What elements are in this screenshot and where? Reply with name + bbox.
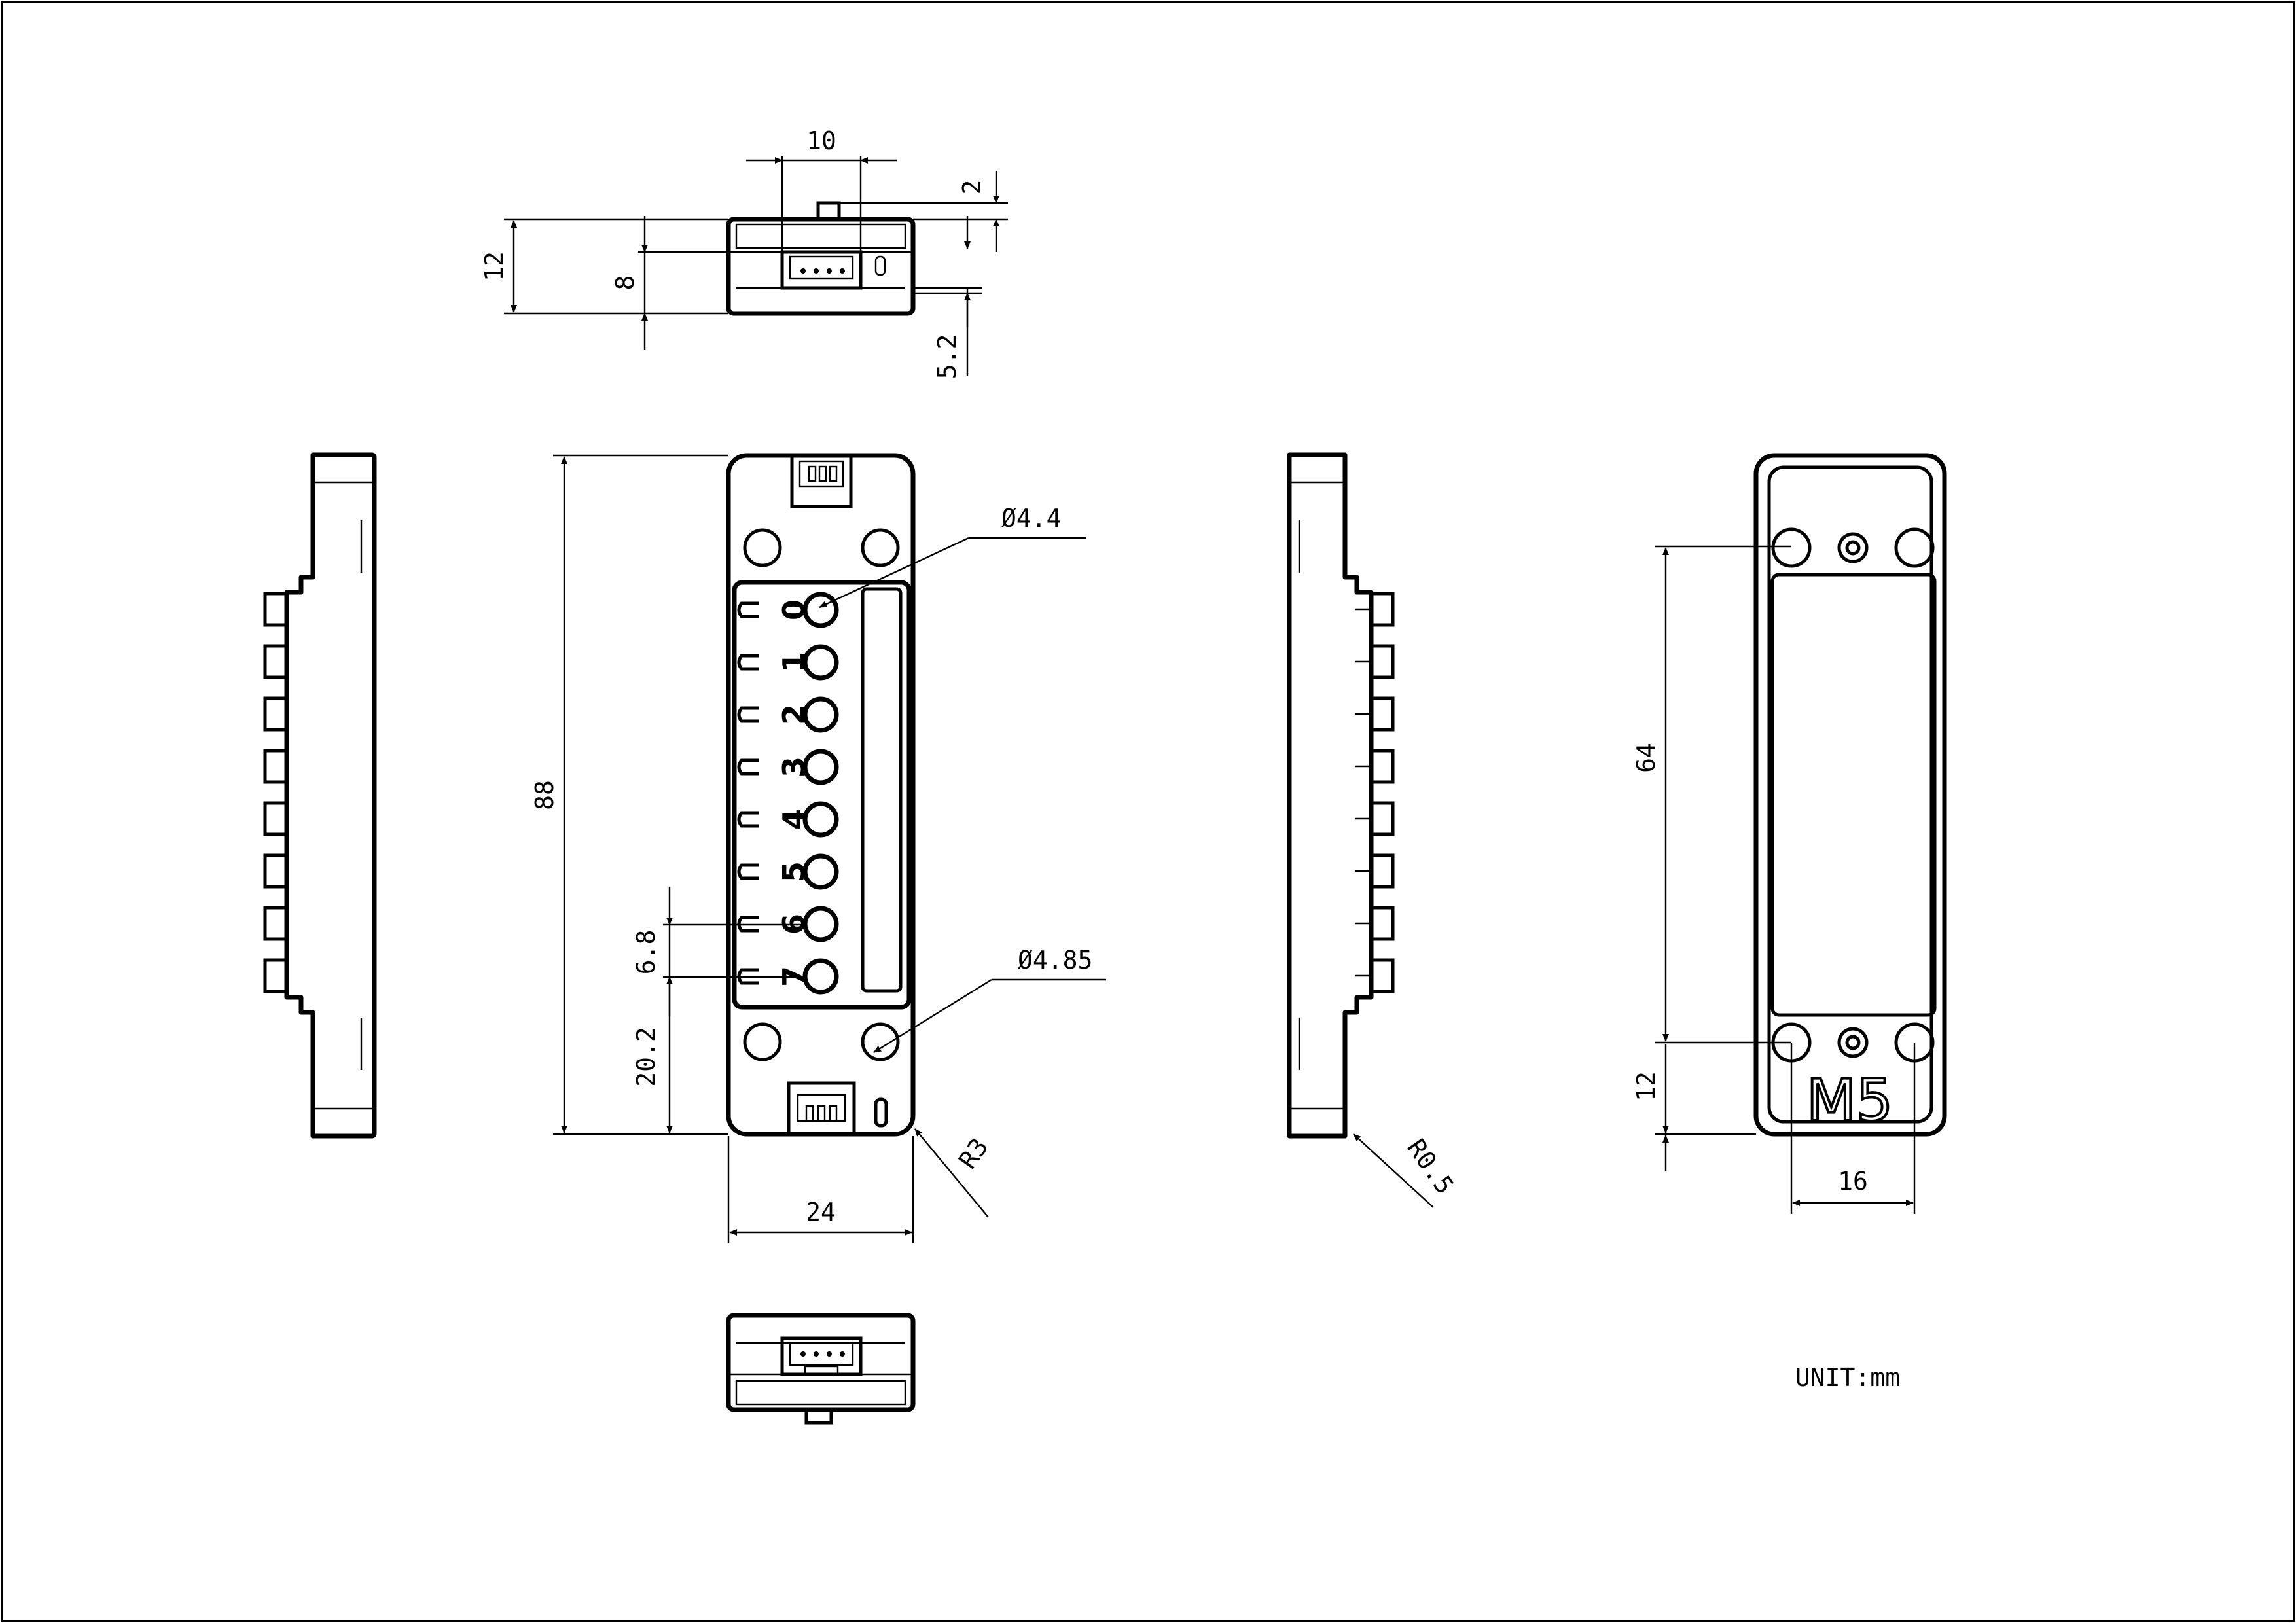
dim-label-d44: Ø4.4 (1001, 504, 1062, 533)
bottom-port (787, 1081, 856, 1136)
m5-logo: M5 (1806, 1067, 1893, 1134)
pin-row: 3 (737, 749, 839, 785)
pin-row: 5 (737, 853, 839, 890)
pin-row: 4 (737, 801, 839, 838)
pin-row: 2 (737, 696, 839, 733)
dim-label-88: 88 (530, 780, 559, 810)
mount-hole-tr (861, 528, 900, 567)
dim-pin-pitch: 6.8 (632, 887, 805, 1016)
bottom-view (726, 1313, 916, 1425)
dim-side-corner-radius: R0.5 (1353, 1133, 1460, 1208)
pin-hole (802, 801, 839, 838)
top-connector (780, 250, 863, 290)
dim-bottom-offset: 20.2 (632, 978, 673, 1133)
dim-label-8: 8 (611, 276, 639, 291)
dim-base-height: 8 (611, 216, 782, 350)
pin-slot (737, 863, 759, 880)
pin-slot (737, 601, 759, 618)
dim-label-6-8: 6.8 (632, 930, 660, 975)
dim-label-2: 2 (958, 180, 986, 195)
mount-hole-br (861, 1022, 900, 1061)
pin-hole (802, 749, 839, 785)
back-hole-tl (1771, 527, 1812, 568)
pin-hole (802, 644, 839, 681)
side-tab (1369, 853, 1395, 889)
dim-label-r3: R3 (953, 1133, 994, 1174)
dim-overall-width: 24 (727, 1136, 914, 1243)
side-tab (1369, 592, 1395, 627)
side-tab (1369, 801, 1395, 836)
pin-slot (737, 758, 759, 776)
dim-hole-pitch-width: 16 (1790, 1043, 1916, 1214)
dim-connector-width: 10 (746, 126, 897, 252)
mount-hole-tl (743, 528, 782, 567)
right-side-view (1287, 452, 1395, 1139)
back-body (1753, 453, 1947, 1137)
dim-label-d485: Ø4.85 (1018, 946, 1092, 974)
left-side-view (263, 452, 377, 1139)
dim-label-12-top: 12 (480, 251, 509, 281)
dim-label-5-2: 5.2 (933, 334, 961, 380)
pin-hole (802, 592, 839, 628)
pin-hole (802, 853, 839, 890)
side-tab (1369, 644, 1395, 679)
dim-total-height: 12 (480, 218, 728, 315)
side-tab (1369, 696, 1395, 732)
pin-row: 0 (737, 592, 839, 628)
dim-label-20-2: 20.2 (632, 1027, 660, 1087)
dim-label-64: 64 (1632, 743, 1660, 773)
side-tab (1369, 906, 1395, 941)
pin-row: 1 (737, 644, 839, 681)
dim-hole-diameter: Ø4.4 (819, 504, 1086, 609)
back-view: M5 (1753, 453, 1947, 1137)
dim-hole-edge-offset: 12 (1632, 1044, 1756, 1171)
back-label-area (1770, 573, 1937, 1017)
side-tab (1369, 749, 1395, 784)
dim-label-r05: R0.5 (1401, 1133, 1460, 1199)
pin-slot (737, 706, 759, 723)
pin-slot (737, 811, 759, 828)
dim-tab-height: 2 (839, 171, 1008, 252)
dim-label-16: 16 (1838, 1167, 1868, 1196)
side-tab (1369, 958, 1395, 993)
mount-hole-bl (743, 1022, 782, 1061)
dim-hole-spacing: 64 (1632, 545, 1791, 1044)
dim-label-24: 24 (806, 1198, 836, 1226)
dim-label-10: 10 (806, 126, 836, 155)
top-port (790, 454, 853, 508)
dim-overall-length: 88 (530, 454, 728, 1135)
module-body (726, 453, 916, 1137)
back-hole-tr (1894, 527, 1935, 568)
right-side-tabs (1355, 592, 1395, 993)
pin-slot (737, 654, 759, 671)
dim-connector-offset: 5.2 (913, 216, 982, 379)
dim-mount-hole-diameter: Ø4.85 (873, 946, 1106, 1054)
pin-hole (802, 696, 839, 733)
pin-panel (732, 580, 912, 1010)
top-view (726, 201, 916, 316)
dim-label-12-back: 12 (1632, 1071, 1660, 1101)
unit-label: UNIT:mm (1795, 1363, 1900, 1392)
dim-corner-radius: R3 (914, 1128, 994, 1218)
